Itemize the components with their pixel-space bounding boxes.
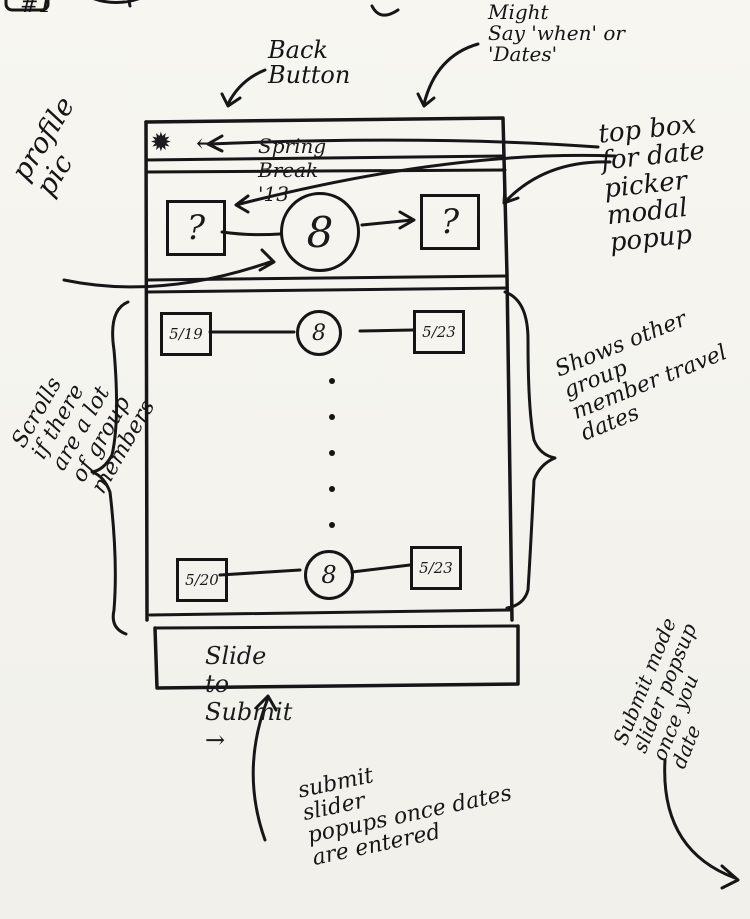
header-mark: #1 — [20, 0, 52, 17]
top-connector-right — [362, 212, 414, 228]
row1-line-right — [360, 330, 413, 331]
member-row-end-date: 5/23 — [410, 546, 462, 590]
ellipsis-dot — [329, 378, 335, 384]
member-avatar: 8 — [296, 310, 342, 356]
annotation-top-box: top box for date picker modal popup — [597, 111, 715, 258]
scroll-ellipsis — [322, 370, 342, 535]
end-date-picker-box[interactable]: ? — [420, 194, 480, 250]
member-row-start-date: 5/20 — [176, 558, 228, 602]
gear-icon[interactable]: ✹ — [150, 128, 172, 158]
footer-top — [155, 626, 518, 628]
member-avatar: 8 — [304, 550, 354, 600]
slide-to-submit-slider[interactable]: Slide to Submit → — [205, 642, 292, 754]
start-date-picker-box[interactable]: ? — [166, 200, 226, 256]
header-mark-scribble — [92, 0, 146, 6]
annotation-back-button: Back Button — [268, 38, 350, 88]
arrow-submit-mode — [665, 760, 738, 888]
member-row-end-date: 5/23 — [413, 310, 465, 354]
back-button[interactable]: ← — [196, 129, 218, 159]
ellipsis-dot — [329, 522, 335, 528]
annotation-might-say: Might Say 'when' or 'Dates' — [488, 2, 625, 65]
top-connector-left — [222, 232, 280, 235]
header-mark-scribble-2 — [372, 6, 398, 15]
list-bottom — [150, 610, 512, 615]
row2-line-right — [352, 565, 410, 572]
ellipsis-dot — [329, 414, 335, 420]
row2-line-left — [220, 570, 300, 575]
arrow-top-box-right — [504, 162, 610, 203]
profile-avatar[interactable]: 8 — [280, 192, 360, 272]
arrow-back-button — [222, 70, 265, 106]
list-top — [147, 288, 507, 292]
arrow-might-say — [418, 44, 478, 106]
ellipsis-dot — [329, 450, 335, 456]
ellipsis-dot — [329, 486, 335, 492]
